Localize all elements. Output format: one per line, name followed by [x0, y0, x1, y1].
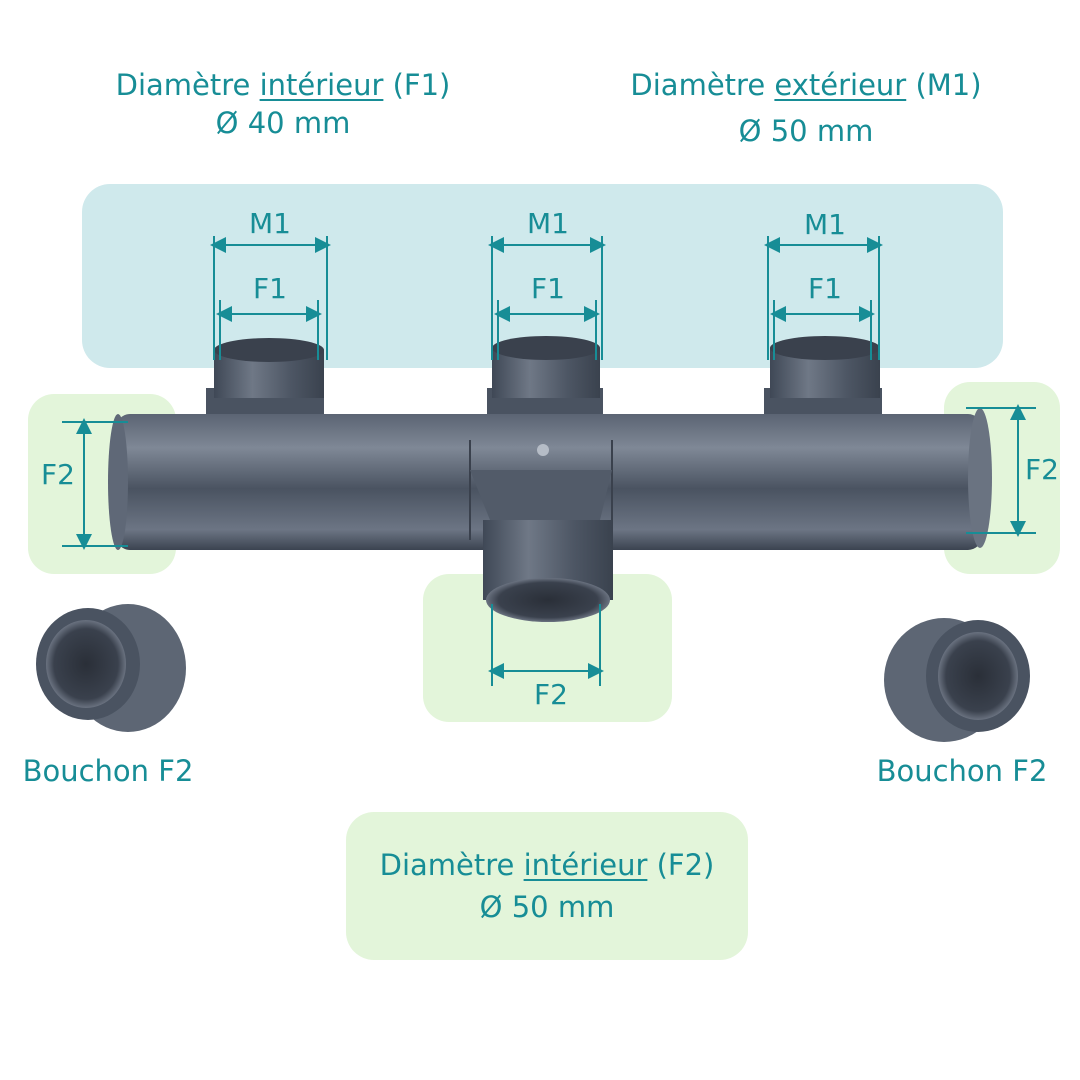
footer-suffix: (F2): [647, 848, 715, 882]
header-left-emph: intérieur: [259, 68, 384, 102]
outlet-center-f1-label: F1: [531, 272, 565, 305]
outlet-center-icon: [487, 336, 603, 428]
header-right-suffix: (M1): [906, 68, 982, 102]
outlet-center-m1-label: M1: [527, 207, 569, 240]
header-left-suffix: (F1): [383, 68, 451, 102]
cap-left-label: Bouchon F2: [22, 754, 194, 788]
header-left-title: Diamètre intérieur (F1): [60, 66, 506, 104]
footer-title: Diamètre intérieur (F2): [346, 846, 748, 884]
header-right-emph: extérieur: [774, 68, 907, 102]
cap-right-label: Bouchon F2: [876, 754, 1048, 788]
outlet-left-m1-label: M1: [249, 207, 291, 240]
outlets-panel: [82, 184, 1003, 368]
inlet-panel: [423, 574, 672, 722]
end-left-f2-label: F2: [41, 458, 75, 491]
header-right-title: Diamètre extérieur (M1): [590, 66, 1022, 104]
footer-prefix: Diamètre: [379, 848, 524, 882]
outlet-right-m1-label: M1: [804, 208, 846, 241]
header-right-prefix: Diamètre: [630, 68, 775, 102]
inlet-f2-label: F2: [534, 678, 568, 711]
footer-value: Ø 50 mm: [479, 890, 615, 924]
header-left-value: Ø 40 mm: [215, 106, 351, 140]
end-right-f2-label: F2: [1025, 453, 1059, 486]
outlet-right-f1-label: F1: [808, 272, 842, 305]
dimension-lines: [62, 236, 1036, 686]
footer-panel: [346, 812, 748, 960]
inlet-pipe-icon: [470, 470, 613, 622]
outlet-left-f1-label: F1: [253, 272, 287, 305]
end-cap-icon: [884, 618, 1030, 742]
footer-emph: intérieur: [523, 848, 648, 882]
header-right-value: Ø 50 mm: [738, 114, 874, 148]
header-left-prefix: Diamètre: [115, 68, 260, 102]
end-cap-icon: [36, 604, 186, 732]
